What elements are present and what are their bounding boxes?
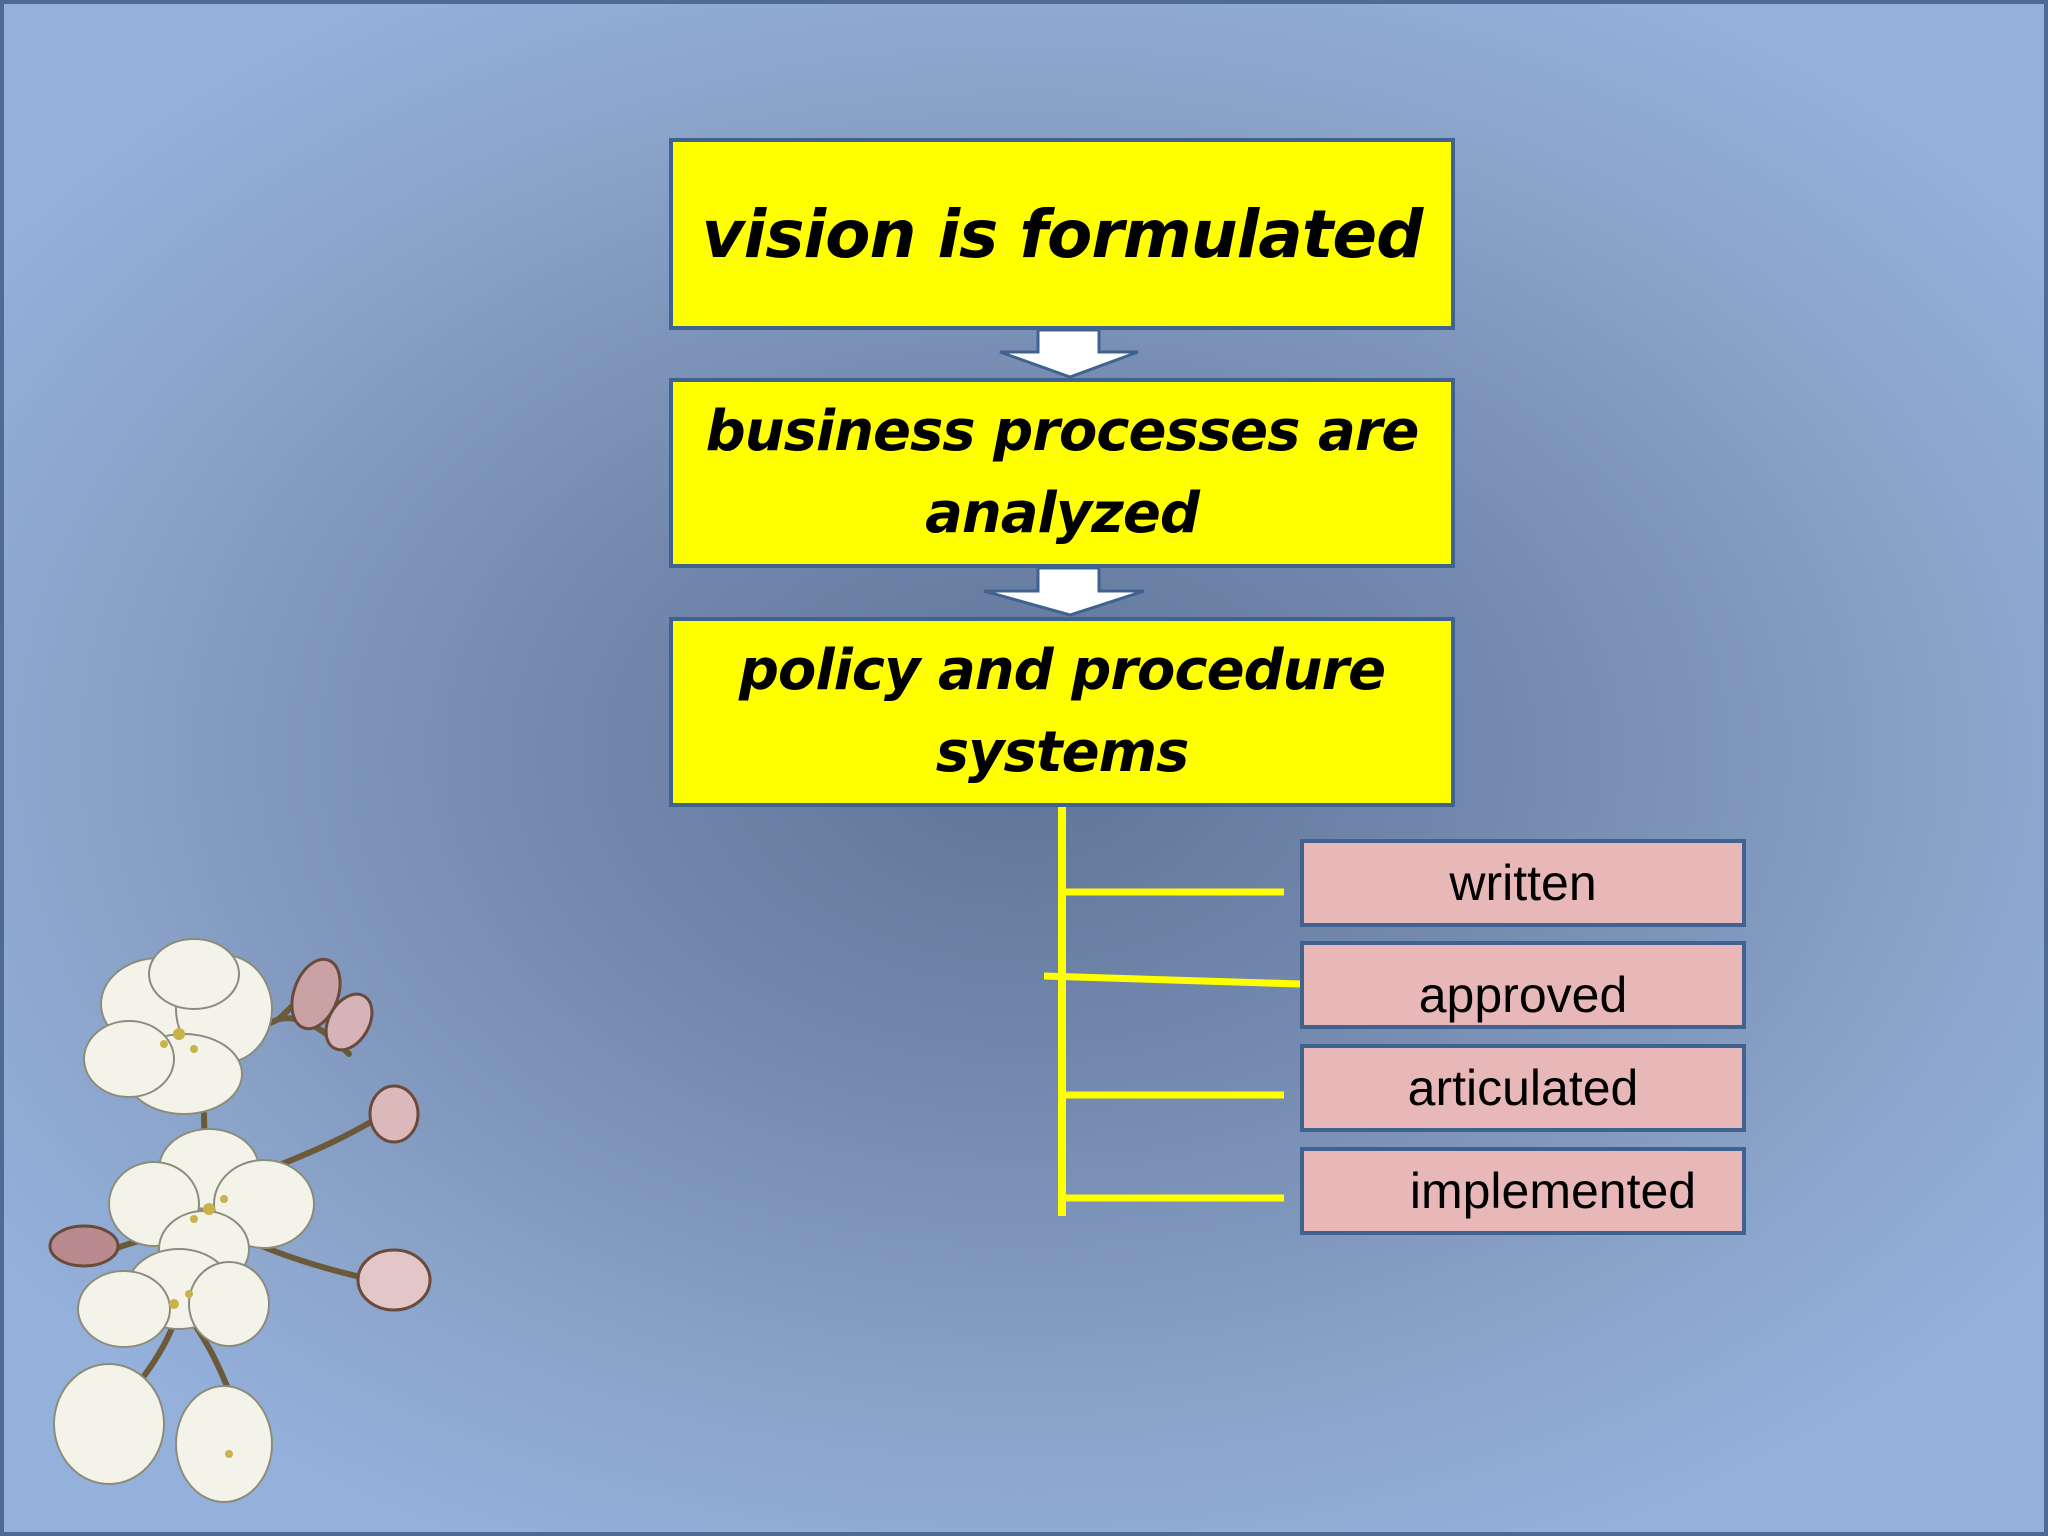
branch-box-written: written [1300, 839, 1746, 927]
branch-label-3: articulated [1407, 1060, 1639, 1116]
step-box-2: business processes are analyzed [669, 378, 1455, 568]
branch-box-articulated: articulated [1300, 1044, 1746, 1132]
step-box-3: policy and procedure systems [669, 617, 1455, 807]
step-label-2: business processes are analyzed [705, 399, 1420, 546]
branch-label-2: approved [1418, 967, 1628, 1023]
branch-box-implemented: implemented [1300, 1147, 1746, 1235]
branch-box-approved: approved [1300, 941, 1746, 1029]
down-arrow-2 [983, 566, 1145, 617]
step-label-3: policy and procedure systems [738, 638, 1386, 785]
step-label-1: vision is formulated [701, 195, 1424, 273]
connector-branch-2 [1043, 972, 1301, 988]
branch-label-4: implemented [1409, 1163, 1697, 1219]
down-arrow-1 [999, 328, 1139, 379]
step-box-1: vision is formulated [669, 138, 1455, 330]
branch-label-1: written [1449, 855, 1597, 911]
